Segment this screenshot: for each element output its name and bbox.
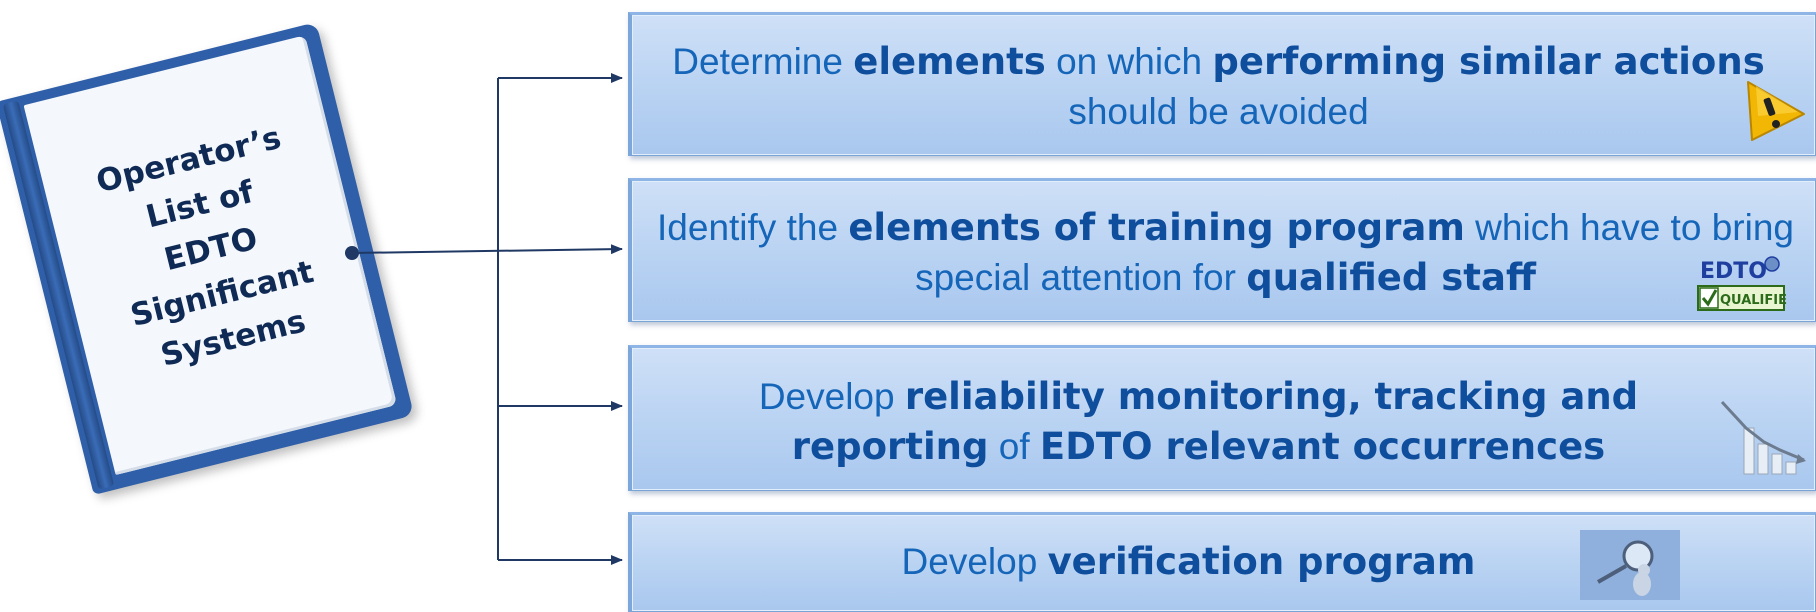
magnifier-person-icon <box>1580 530 1680 600</box>
action-box-3: Develop reliability monitoring, tracking… <box>628 345 1816 491</box>
emphasis-text: EDTO relevant occurrences <box>1039 425 1606 468</box>
edto-qualified-icon: EDTO QUALIFIED <box>1697 256 1788 311</box>
regular-text: which have to bring special attention fo… <box>915 207 1794 298</box>
action-box-text: Identify the elements of training progra… <box>646 203 1805 303</box>
regular-text: of <box>988 426 1040 467</box>
emphasis-text: performing similar actions <box>1212 40 1765 83</box>
emphasis-text: verification program <box>1047 540 1476 583</box>
regular-text: Determine <box>672 41 854 82</box>
regular-text: should be avoided <box>1068 91 1369 132</box>
action-box-1: Determine elements on which performing s… <box>628 12 1816 156</box>
book-connector-dot <box>345 246 359 260</box>
emphasis-text: qualified staff <box>1246 256 1536 299</box>
action-box-text: Develop reliability monitoring, tracking… <box>672 372 1725 472</box>
warning-icon <box>1747 81 1805 141</box>
regular-text: Develop <box>901 541 1048 582</box>
regular-text: on which <box>1045 41 1213 82</box>
emphasis-text: elements of training program <box>848 206 1465 249</box>
action-box-text: Develop verification program <box>652 537 1725 587</box>
regular-text: Identify the <box>657 207 849 248</box>
declining-chart-icon <box>1720 400 1806 475</box>
action-box-text: Determine elements on which performing s… <box>662 37 1775 137</box>
emphasis-text: reliability monitoring, tracking and rep… <box>791 375 1639 468</box>
emphasis-text: elements <box>853 40 1046 83</box>
arrow-to-box-2 <box>351 244 623 255</box>
qualified-icon-label: QUALIFIED <box>1720 293 1788 308</box>
regular-text: Develop <box>758 376 905 417</box>
edto-icon-label: EDTO <box>1700 259 1767 284</box>
action-box-2: Identify the elements of training progra… <box>628 178 1816 322</box>
